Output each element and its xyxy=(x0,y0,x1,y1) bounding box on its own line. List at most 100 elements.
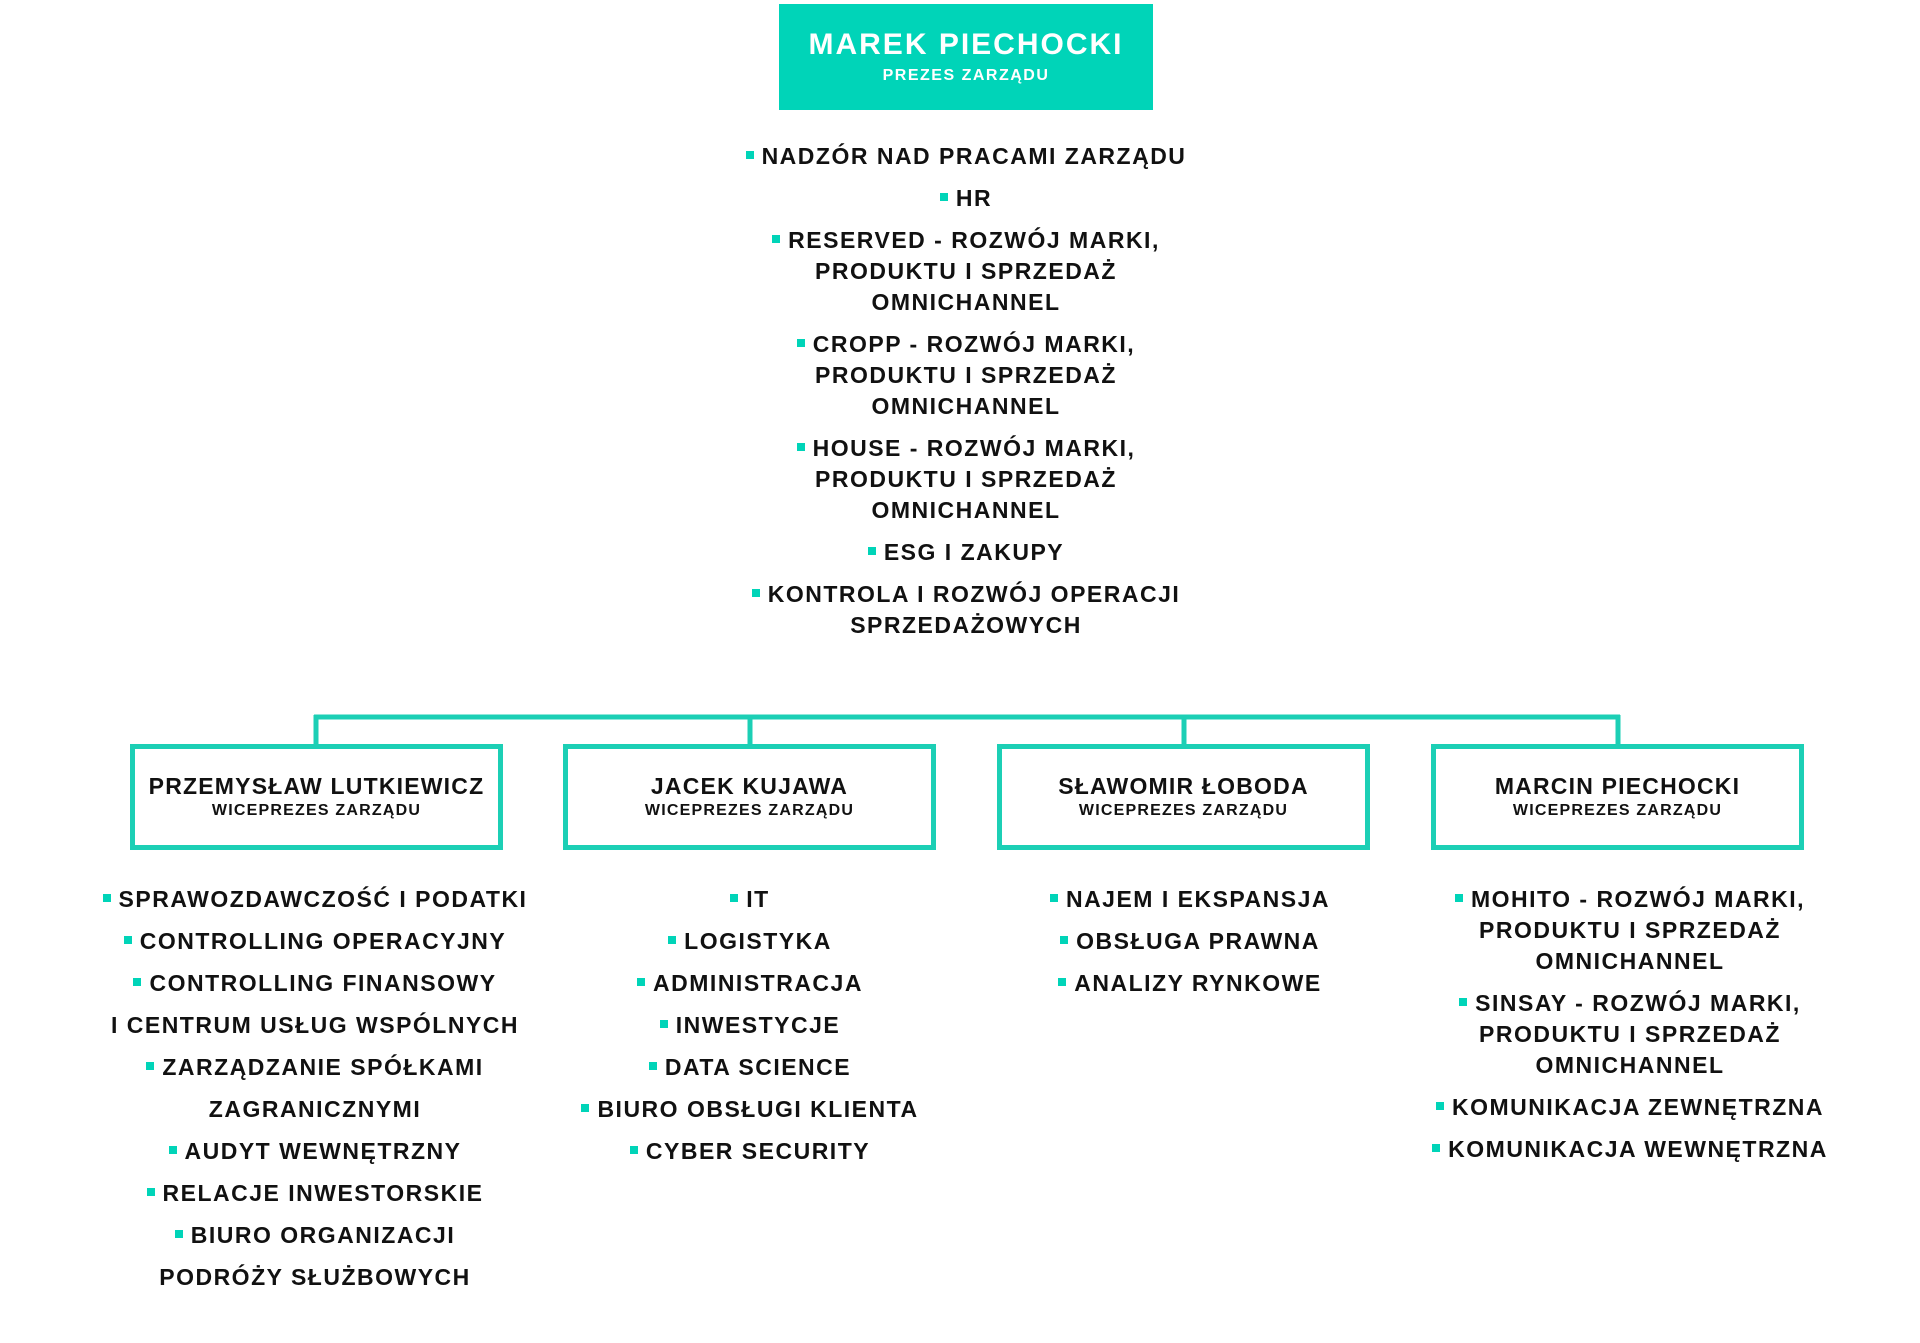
bullet-icon xyxy=(1058,977,1067,986)
root-node: MAREK PIECHOCKI PREZES ZARZĄDU xyxy=(779,4,1153,110)
root-duty-item: NADZÓR NAD PRACAMI ZARZĄDU xyxy=(740,141,1192,172)
bullet-icon xyxy=(123,935,132,944)
bullet-icon xyxy=(637,977,646,986)
bullet-icon xyxy=(1432,1143,1441,1152)
bullet-icon xyxy=(1060,935,1069,944)
vp-4-duties-list: MOHITO - ROZWÓJ MARKI, PRODUKTU I SPRZED… xyxy=(1410,884,1850,1176)
root-duty-text: CROPP - ROZWÓJ MARKI, PRODUKTU I SPRZEDA… xyxy=(812,331,1136,419)
vp-duty-text: NAJEM I EKSPANSJA xyxy=(1065,886,1331,912)
vp-duty-item: CONTROLLING OPERACYJNY xyxy=(90,926,540,957)
vp-duty-text: IT xyxy=(746,886,770,912)
vp-duty-item: I CENTRUM USŁUG WSPÓLNYCH xyxy=(90,1010,540,1041)
vp-duty-item: ZAGRANICZNYMI xyxy=(90,1094,540,1125)
vp-duty-text: SINSAY - ROZWÓJ MARKI, PRODUKTU I SPRZED… xyxy=(1475,990,1801,1078)
bullet-icon xyxy=(133,977,142,986)
bullet-icon xyxy=(629,1145,638,1154)
vp-role: WICEPREZES ZARZĄDU xyxy=(1512,802,1723,819)
root-duty-text: RESERVED - ROZWÓJ MARKI, PRODUKTU I SPRZ… xyxy=(788,227,1160,315)
vp-duty-item: IT xyxy=(550,884,950,915)
vp-duty-item: NAJEM I EKSPANSJA xyxy=(990,884,1390,915)
vp-duty-item: SINSAY - ROZWÓJ MARKI, PRODUKTU I SPRZED… xyxy=(1410,988,1850,1081)
vp-name: MARCIN PIECHOCKI xyxy=(1494,773,1741,799)
vp-duty-item: KOMUNIKACJA ZEWNĘTRZNA xyxy=(1410,1092,1850,1123)
vp-duty-item: MOHITO - ROZWÓJ MARKI, PRODUKTU I SPRZED… xyxy=(1410,884,1850,977)
bullet-icon xyxy=(1459,997,1468,1006)
vp-duty-item: DATA SCIENCE xyxy=(550,1052,950,1083)
vp-duty-text: ZAGRANICZNYMI xyxy=(208,1096,422,1122)
bullet-icon xyxy=(174,1229,183,1238)
root-duty-item: ESG I ZAKUPY xyxy=(740,537,1192,568)
vp-role: WICEPREZES ZARZĄDU xyxy=(211,802,422,819)
bullet-icon xyxy=(102,893,111,902)
vp-duty-text: MOHITO - ROZWÓJ MARKI, PRODUKTU I SPRZED… xyxy=(1470,886,1806,974)
vp-duty-text: ANALIZY RYNKOWE xyxy=(1074,970,1322,996)
root-duty-item: HR xyxy=(740,183,1192,214)
vp-node-2: JACEK KUJAWA WICEPREZES ZARZĄDU xyxy=(563,744,936,850)
bullet-icon xyxy=(146,1061,155,1070)
bullet-icon xyxy=(581,1103,590,1112)
vp-duty-item: BIURO ORGANIZACJI xyxy=(90,1220,540,1251)
connector-lines xyxy=(313,714,1621,746)
bullet-icon xyxy=(796,338,805,347)
vp-duty-text: PODRÓŻY SŁUŻBOWYCH xyxy=(159,1264,471,1290)
vp-duty-item: ADMINISTRACJA xyxy=(550,968,950,999)
vp-duty-item: CONTROLLING FINANSOWY xyxy=(90,968,540,999)
vp-duty-text: BIURO OBSŁUGI KLIENTA xyxy=(597,1096,919,1122)
vp-role: WICEPREZES ZARZĄDU xyxy=(1078,802,1289,819)
root-duty-item: HOUSE - ROZWÓJ MARKI, PRODUKTU I SPRZEDA… xyxy=(740,433,1192,526)
root-duty-text: HOUSE - ROZWÓJ MARKI, PRODUKTU I SPRZEDA… xyxy=(812,435,1136,523)
root-duty-item: CROPP - ROZWÓJ MARKI, PRODUKTU I SPRZEDA… xyxy=(740,329,1192,422)
bullet-icon xyxy=(668,935,677,944)
vp-name: JACEK KUJAWA xyxy=(650,773,849,799)
vp-node-3: SŁAWOMIR ŁOBODA WICEPREZES ZARZĄDU xyxy=(997,744,1370,850)
bullet-icon xyxy=(1049,893,1058,902)
vp-duty-text: ZARZĄDZANIE SPÓŁKAMI xyxy=(162,1054,484,1080)
root-duty-item: KONTROLA I ROZWÓJ OPERACJI SPRZEDAŻOWYCH xyxy=(740,579,1192,641)
root-duty-text: KONTROLA I ROZWÓJ OPERACJI SPRZEDAŻOWYCH xyxy=(767,581,1181,638)
vp-duty-text: INWESTYCJE xyxy=(675,1012,841,1038)
vp-duty-text: I CENTRUM USŁUG WSPÓLNYCH xyxy=(110,1012,520,1038)
vp-name: SŁAWOMIR ŁOBODA xyxy=(1058,773,1309,799)
root-duty-item: RESERVED - ROZWÓJ MARKI, PRODUKTU I SPRZ… xyxy=(740,225,1192,318)
vp-duty-text: CYBER SECURITY xyxy=(645,1138,871,1164)
bullet-icon xyxy=(939,192,948,201)
vp-duty-text: DATA SCIENCE xyxy=(664,1054,852,1080)
vp-3-duties-list: NAJEM I EKSPANSJA OBSŁUGA PRAWNA ANALIZY… xyxy=(990,884,1390,1010)
bullet-icon xyxy=(1454,893,1463,902)
vp-duty-text: KOMUNIKACJA ZEWNĘTRZNA xyxy=(1451,1094,1824,1120)
root-duty-text: HR xyxy=(955,185,993,211)
root-duty-text: ESG I ZAKUPY xyxy=(883,539,1065,565)
vp-node-4: MARCIN PIECHOCKI WICEPREZES ZARZĄDU xyxy=(1431,744,1804,850)
vp-duty-text: CONTROLLING FINANSOWY xyxy=(149,970,497,996)
root-duty-text: NADZÓR NAD PRACAMI ZARZĄDU xyxy=(761,143,1187,169)
vp-2-duties-list: IT LOGISTYKA ADMINISTRACJA INWESTYCJE DA… xyxy=(550,884,950,1178)
vp-1-duties-list: SPRAWOZDAWCZOŚĆ I PODATKI CONTROLLING OP… xyxy=(90,884,540,1304)
bullet-icon xyxy=(648,1061,657,1070)
vp-duty-item: ZARZĄDZANIE SPÓŁKAMI xyxy=(90,1052,540,1083)
vp-name: PRZEMYSŁAW LUTKIEWICZ xyxy=(148,773,485,799)
bullet-icon xyxy=(146,1187,155,1196)
vp-duty-text: LOGISTYKA xyxy=(684,928,832,954)
root-name: MAREK PIECHOCKI xyxy=(808,28,1124,61)
vp-duty-item: CYBER SECURITY xyxy=(550,1136,950,1167)
vp-duty-text: ADMINISTRACJA xyxy=(653,970,863,996)
vp-duty-item: INWESTYCJE xyxy=(550,1010,950,1041)
bullet-icon xyxy=(1435,1101,1444,1110)
vp-duty-item: RELACJE INWESTORSKIE xyxy=(90,1178,540,1209)
vp-duty-item: KOMUNIKACJA WEWNĘTRZNA xyxy=(1410,1134,1850,1165)
bullet-icon xyxy=(659,1019,668,1028)
vp-duty-item: ANALIZY RYNKOWE xyxy=(990,968,1390,999)
bullet-icon xyxy=(772,234,781,243)
vp-duty-item: AUDYT WEWNĘTRZNY xyxy=(90,1136,540,1167)
vp-duty-text: BIURO ORGANIZACJI xyxy=(190,1222,456,1248)
bullet-icon xyxy=(730,893,739,902)
vp-duty-text: CONTROLLING OPERACYJNY xyxy=(139,928,507,954)
vp-duty-item: LOGISTYKA xyxy=(550,926,950,957)
vp-duty-text: RELACJE INWESTORSKIE xyxy=(162,1180,484,1206)
bullet-icon xyxy=(168,1145,177,1154)
root-duties-list: NADZÓR NAD PRACAMI ZARZĄDU HR RESERVED -… xyxy=(740,141,1192,652)
bullet-icon xyxy=(745,150,754,159)
vp-duty-text: OBSŁUGA PRAWNA xyxy=(1076,928,1320,954)
vp-duty-item: OBSŁUGA PRAWNA xyxy=(990,926,1390,957)
vp-duty-item: BIURO OBSŁUGI KLIENTA xyxy=(550,1094,950,1125)
